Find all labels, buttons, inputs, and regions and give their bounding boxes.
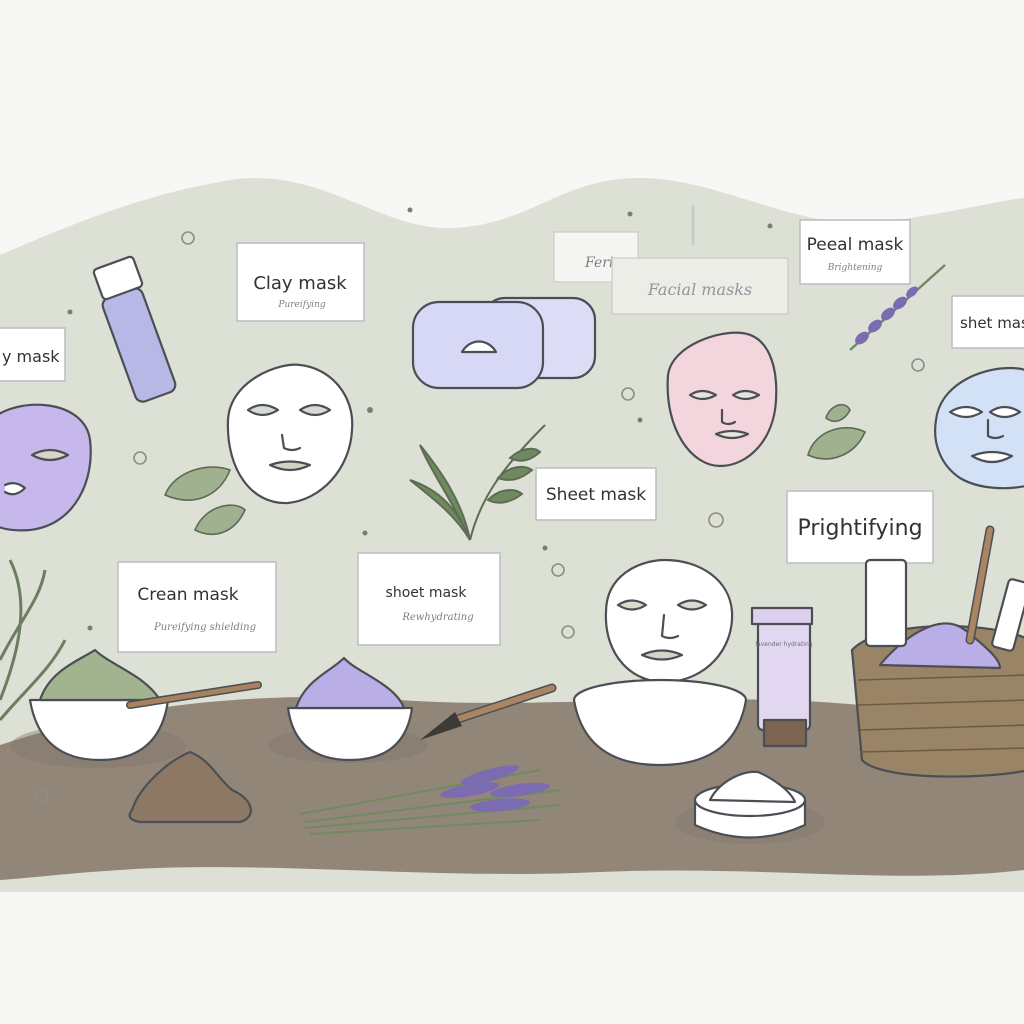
- card-clay-mask-sub: Pureifying: [277, 300, 325, 310]
- mask-face-pink: [666, 331, 778, 468]
- leaf-icon: [163, 403, 867, 535]
- decor-flowers: [35, 231, 925, 802]
- card-left-cut-title: y mask: [2, 347, 60, 366]
- card-left-cut: y mask: [0, 327, 66, 382]
- card-shoet-mask-title: shoet mask: [386, 585, 468, 601]
- decor-sparkles: [67, 207, 773, 631]
- card-prightifying-title: Prightifying: [797, 516, 922, 541]
- card-cream-mask-title: Crean mask: [137, 585, 238, 605]
- card-cream-mask: Crean mask Pureifying shielding: [117, 561, 277, 653]
- card-clay-mask: Clay mask Pureifying: [236, 242, 365, 322]
- tube-icon: [92, 255, 177, 403]
- faded-title: Facial masks: [647, 280, 752, 299]
- tube-label: lavender hydrating: [755, 641, 812, 648]
- basket-icon: [850, 525, 1024, 778]
- card-sheet-mask: Sheet mask: [535, 467, 657, 521]
- palm-leaves-icon: [0, 559, 67, 721]
- bowl-lavender: [268, 656, 428, 763]
- brush-icon: [420, 683, 557, 740]
- lavender-bundle-icon: [299, 765, 561, 835]
- branch-icon: [409, 424, 546, 541]
- card-peal-mask-sub: Brightening: [827, 263, 883, 273]
- mask-face-purple-left: [0, 403, 92, 532]
- card-clay-mask-title: Clay mask: [253, 273, 347, 294]
- card-shoet-mask-sub: Rewhydrating: [401, 612, 473, 623]
- card-shet-mask-title: shet mask: [960, 314, 1024, 332]
- mask-face-white-center: [226, 363, 354, 505]
- card-sheet-mask-title: Sheet mask: [546, 485, 646, 505]
- mud-dollop-icon: [128, 750, 252, 824]
- tube-lavender-icon: lavender hydrating: [750, 606, 814, 748]
- card-peal-mask-title: Peeal mask: [807, 235, 904, 255]
- bowl-large-with-mask: [572, 558, 748, 767]
- card-cream-mask-sub: Pureifying shielding: [153, 622, 256, 633]
- lavender-sprig-icon: [849, 264, 946, 351]
- card-shet-mask-right: shet mask: [951, 295, 1024, 349]
- mask-face-blue-right: [934, 366, 1024, 490]
- card-shoet-mask: shoet mask Rewhydrating: [357, 552, 501, 646]
- jar-icon: [675, 770, 825, 844]
- card-peal-mask: Peeal mask Brightening: [799, 219, 911, 285]
- card-prightifying: Prightifying: [786, 490, 934, 564]
- bowl-clay-green: [10, 648, 262, 768]
- sheet-pad-icon: [411, 296, 597, 390]
- card-title-faded: Facial masks: [611, 205, 789, 315]
